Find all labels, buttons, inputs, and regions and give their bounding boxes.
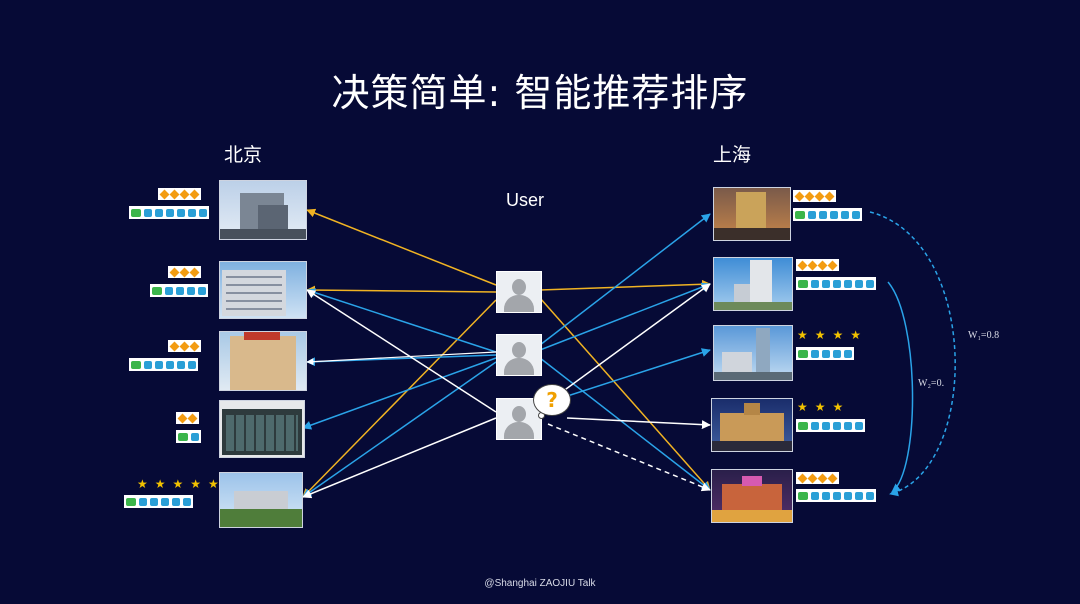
hotel-image-sh-1 bbox=[713, 187, 791, 241]
rating-diamonds bbox=[793, 190, 836, 202]
rating-stars: ★★★★★ bbox=[137, 477, 226, 491]
rating-diamonds bbox=[796, 472, 839, 484]
footer-credit: @Shanghai ZAOJIU Talk bbox=[484, 578, 596, 589]
orange-line bbox=[302, 299, 497, 498]
rating-diamonds bbox=[176, 412, 199, 424]
amenity-icons bbox=[129, 358, 198, 371]
blue-line bbox=[306, 288, 497, 353]
blue-line bbox=[539, 213, 711, 346]
amenity-icons bbox=[176, 430, 201, 443]
hotel-image-bj-3 bbox=[219, 331, 307, 391]
amenity-icons bbox=[150, 284, 208, 297]
white-dashed-line bbox=[547, 423, 711, 492]
weight-curve-outer bbox=[869, 211, 956, 497]
blue-line bbox=[302, 361, 497, 498]
blue-line bbox=[554, 348, 711, 401]
blue-line bbox=[539, 282, 711, 351]
rating-diamonds bbox=[158, 188, 201, 200]
amenity-icons bbox=[793, 208, 862, 221]
hotel-image-sh-4 bbox=[711, 398, 793, 452]
hotel-image-sh-2 bbox=[713, 257, 793, 311]
rating-stars: ★★★★ bbox=[797, 328, 869, 342]
hotel-image-bj-1 bbox=[219, 180, 307, 240]
hotel-image-bj-5 bbox=[219, 472, 303, 528]
right-city-label: 上海 bbox=[713, 144, 752, 166]
white-line bbox=[302, 417, 497, 499]
orange-line bbox=[306, 285, 497, 295]
blue-line bbox=[539, 357, 711, 491]
rating-diamonds bbox=[796, 259, 839, 271]
rating-diamonds bbox=[168, 340, 201, 352]
user-label: User bbox=[506, 190, 545, 210]
blue-line bbox=[302, 357, 497, 430]
left-city-label: 北京 bbox=[224, 144, 263, 166]
orange-line bbox=[306, 208, 497, 286]
weight-label-outer: W₁=0.8 bbox=[968, 330, 1000, 341]
amenity-icons bbox=[796, 489, 876, 502]
amenity-icons bbox=[796, 277, 876, 290]
white-line bbox=[306, 289, 497, 413]
amenity-icons bbox=[796, 419, 865, 432]
rating-diamonds bbox=[168, 266, 201, 278]
weight-label-inner: W₂=0. bbox=[918, 378, 945, 389]
question-bubble: ? bbox=[533, 384, 571, 416]
orange-line bbox=[539, 279, 711, 291]
hotel-image-bj-2 bbox=[219, 261, 307, 319]
hotel-image-sh-5 bbox=[711, 469, 793, 523]
hotel-image-sh-3 bbox=[713, 325, 793, 381]
amenity-icons bbox=[796, 347, 854, 360]
amenity-icons bbox=[129, 206, 209, 219]
user-avatar-1 bbox=[496, 271, 542, 313]
user-avatar-2 bbox=[496, 334, 542, 376]
hotel-image-bj-4 bbox=[219, 400, 305, 458]
page-title: 决策简单: 智能推荐排序 bbox=[331, 71, 749, 115]
white-line bbox=[566, 417, 711, 430]
orange-line bbox=[539, 297, 711, 491]
white-line bbox=[539, 283, 711, 409]
weight-curve-inner bbox=[887, 281, 914, 493]
amenity-icons bbox=[124, 495, 193, 508]
white-line bbox=[306, 351, 497, 366]
rating-stars: ★★★ bbox=[797, 400, 851, 414]
